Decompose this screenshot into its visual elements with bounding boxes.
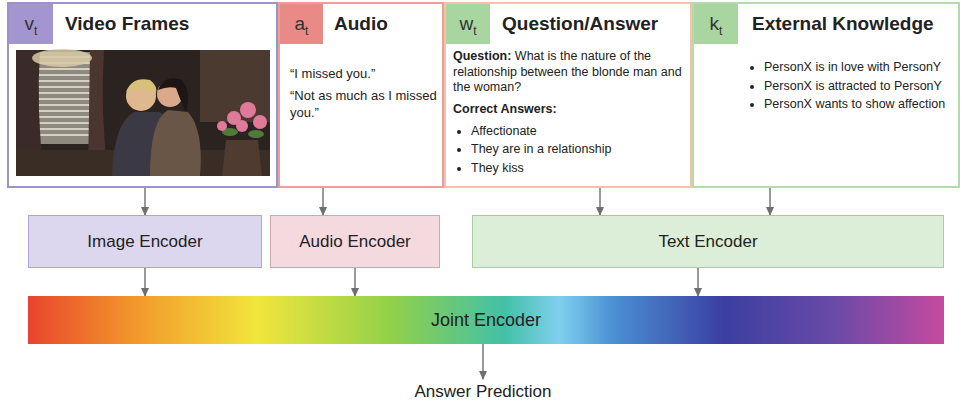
bullet-item: Affectionate: [471, 124, 687, 140]
flow-arrow: [769, 188, 771, 215]
body-paragraph: Question:What is the nature of the relat…: [453, 49, 687, 96]
scene-ground: [16, 50, 270, 176]
node-label: Audio Encoder: [299, 232, 411, 252]
body-paragraph: “Not as much as I missed you.”: [290, 88, 440, 121]
flowers: [217, 102, 267, 132]
panel-body: PersonX is in love with PersonY PersonX i…: [746, 60, 954, 116]
variable-symbol: w: [459, 13, 473, 35]
node-label: Text Encoder: [658, 232, 757, 252]
variable-tag: kt: [694, 4, 738, 44]
encoder-box: Audio Encoder: [270, 215, 440, 268]
bullet-item: They kiss: [471, 161, 687, 177]
variable-symbol: a: [295, 13, 306, 35]
chandelier: [32, 49, 92, 67]
man-hair: [126, 79, 156, 94]
variable-tag: vt: [9, 4, 53, 44]
bullet-list: AffectionateThey are in a relationshipTh…: [453, 124, 687, 177]
bullet-item: PersonX is attracted to PersonY: [764, 79, 954, 95]
flow-arrow: [599, 188, 601, 215]
audio-panel: Audio “I missed you.” “Not as much as I mi…: [278, 2, 444, 188]
variable-symbol: k: [710, 13, 720, 35]
panel-title: Video Frames: [65, 13, 189, 35]
knowledge-panel: External KnowledgePersonX is in love wit…: [692, 2, 960, 188]
joint-encoder-band: Joint Encoder: [28, 296, 944, 344]
video-panel: Video Frames vt: [7, 2, 278, 188]
output-label: Answer Prediction: [373, 379, 593, 405]
bullet-list: PersonX is in love with PersonY PersonX i…: [746, 60, 954, 113]
body-text: “I missed you.”: [290, 66, 375, 81]
node-label: Answer Prediction: [414, 382, 551, 402]
encoder-box: Text Encoder: [472, 215, 944, 268]
variable-tag: wt: [446, 4, 490, 44]
subscript: t: [473, 24, 476, 38]
body-paragraph: Correct Answers:: [453, 102, 687, 118]
subscript: t: [305, 24, 308, 38]
flow-arrow: [322, 188, 324, 215]
node-label: Joint Encoder: [431, 310, 541, 331]
flow-arrow: [354, 268, 356, 296]
woman-hair: [158, 78, 188, 112]
panel-title: Audio: [334, 13, 388, 35]
panel-body: Question:What is the nature of the relat…: [453, 49, 687, 179]
woman-coat: [150, 110, 201, 176]
variable-tag: at: [280, 4, 323, 44]
variable-symbol: v: [25, 13, 35, 35]
subscript: t: [34, 24, 37, 38]
flow-arrow: [482, 344, 484, 379]
panel-title: External Knowledge: [752, 13, 934, 35]
panel-body: “I missed you.” “Not as much as I missed …: [290, 66, 440, 127]
bold-label: Correct Answers:: [453, 102, 557, 116]
flower-vase: [222, 140, 262, 176]
bullet-item: They are in a relationship: [471, 142, 687, 158]
flow-arrow: [144, 268, 146, 296]
body-paragraph: “I missed you.”: [290, 66, 440, 82]
bold-label: Question:: [453, 49, 511, 63]
node-label: Image Encoder: [87, 232, 202, 252]
question-answer-panel: Question/AnswerQuestion:What is the natu…: [444, 2, 692, 188]
bullet-item: PersonX is in love with PersonY: [764, 60, 954, 76]
flow-arrow: [697, 268, 699, 296]
flow-arrow: [144, 188, 146, 215]
subscript: t: [719, 24, 722, 38]
encoder-box: Image Encoder: [28, 215, 262, 268]
panel-title: Question/Answer: [502, 13, 658, 35]
body-text: “Not as much as I missed you.”: [290, 88, 437, 119]
bullet-item: PersonX wants to show affection: [764, 97, 954, 113]
